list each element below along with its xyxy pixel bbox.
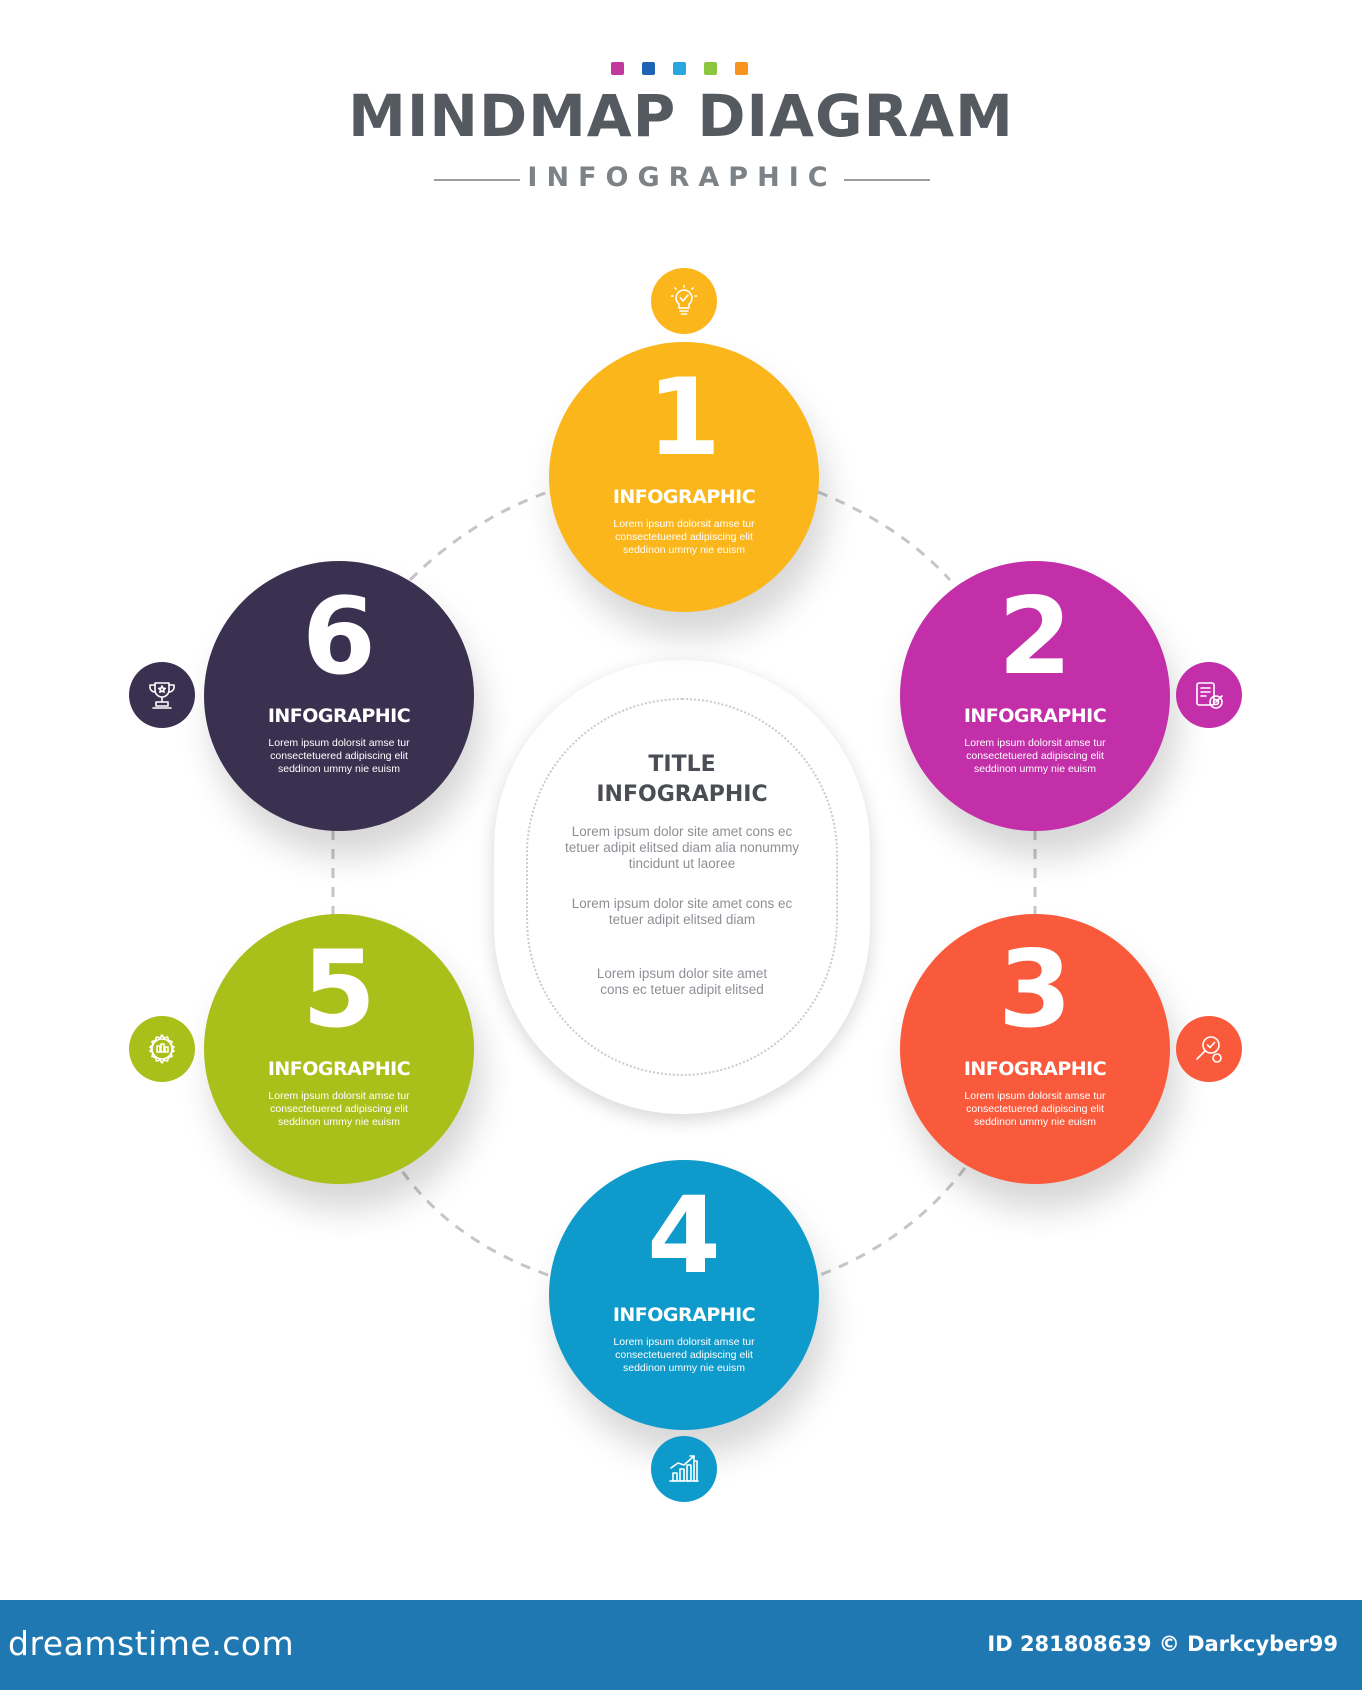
node-label: INFOGRAPHIC	[267, 1058, 411, 1080]
accent-dots	[611, 62, 751, 76]
node-description: Lorem ipsum dolorsit amse tur consectetu…	[268, 737, 410, 775]
node-label: INFOGRAPHIC	[963, 1058, 1107, 1080]
magnifier-check-icon	[1196, 1036, 1222, 1063]
footer-bar: dreamstime.com ID 281808639 © Darkcyber9…	[0, 1600, 1362, 1690]
accent-dot	[673, 62, 686, 75]
center-panel: TITLE INFOGRAPHIC Lorem ipsum dolor site…	[494, 660, 870, 1114]
center-dotted-ring	[526, 698, 838, 1076]
node-label: INFOGRAPHIC	[612, 486, 756, 508]
node-6: 6 INFOGRAPHIC Lorem ipsum dolorsit amse …	[204, 561, 474, 831]
divider-line	[844, 179, 930, 181]
node-2-icon-badge	[1176, 662, 1242, 728]
node-5-icon-badge	[129, 1016, 195, 1082]
growth-chart-icon	[669, 1455, 699, 1482]
node-4-icon-badge	[651, 1436, 717, 1502]
node-number: 5	[302, 928, 376, 1051]
accent-dot	[611, 62, 624, 75]
node-4: 4 INFOGRAPHIC Lorem ipsum dolorsit amse …	[549, 1160, 819, 1430]
node-5: 5 INFOGRAPHIC Lorem ipsum dolorsit amse …	[204, 914, 474, 1184]
node-description: Lorem ipsum dolorsit amse tur consectetu…	[268, 1090, 410, 1128]
node-number: 4	[647, 1174, 721, 1297]
node-description: Lorem ipsum dolorsit amse tur consectetu…	[964, 1090, 1106, 1128]
node-label: INFOGRAPHIC	[267, 705, 411, 727]
node-description: Lorem ipsum dolorsit amse tur consectetu…	[964, 737, 1106, 775]
node-label: INFOGRAPHIC	[963, 705, 1107, 727]
checklist-target-icon	[1196, 682, 1223, 709]
center-paragraph-1: Lorem ipsum dolor site amet cons ec tetu…	[564, 824, 800, 871]
node-2: 2 INFOGRAPHIC Lorem ipsum dolorsit amse …	[900, 561, 1170, 831]
node-label: INFOGRAPHIC	[612, 1304, 756, 1326]
node-description: Lorem ipsum dolorsit amse tur consectetu…	[613, 518, 755, 556]
node-6-icon-badge	[129, 662, 195, 728]
divider-line	[434, 179, 520, 181]
trophy-icon	[149, 682, 175, 709]
center-paragraph-3: Lorem ipsum dolor site amet cons ec tetu…	[596, 966, 768, 997]
accent-dot	[704, 62, 717, 75]
subtitle-row: INFOGRAPHIC	[432, 162, 932, 196]
lightbulb-icon	[670, 284, 698, 315]
accent-dot	[642, 62, 655, 75]
node-description: Lorem ipsum dolorsit amse tur consectetu…	[613, 1336, 755, 1374]
node-1-icon-badge	[651, 268, 717, 334]
node-number: 3	[998, 928, 1072, 1051]
node-number: 6	[302, 575, 376, 698]
center-title-line1: TITLE	[648, 752, 716, 777]
gear-badge-icon	[149, 1034, 175, 1064]
node-number: 1	[647, 356, 721, 479]
footer-logo: dreamstime.com	[8, 1624, 295, 1663]
footer-credit: ID 281808639 © Darkcyber99	[987, 1632, 1338, 1656]
page-title: MINDMAP DIAGRAM	[348, 82, 1014, 150]
center-paragraph-2: Lorem ipsum dolor site amet cons ec tetu…	[571, 896, 793, 927]
node-3-icon-badge	[1176, 1016, 1242, 1082]
center-title: TITLE INFOGRAPHIC	[494, 750, 870, 810]
node-3: 3 INFOGRAPHIC Lorem ipsum dolorsit amse …	[900, 914, 1170, 1184]
center-title-line2: INFOGRAPHIC	[596, 782, 768, 807]
node-1: 1 INFOGRAPHIC Lorem ipsum dolorsit amse …	[549, 342, 819, 612]
accent-dot	[735, 62, 748, 75]
page-subtitle: INFOGRAPHIC	[527, 162, 837, 193]
node-number: 2	[998, 575, 1072, 698]
